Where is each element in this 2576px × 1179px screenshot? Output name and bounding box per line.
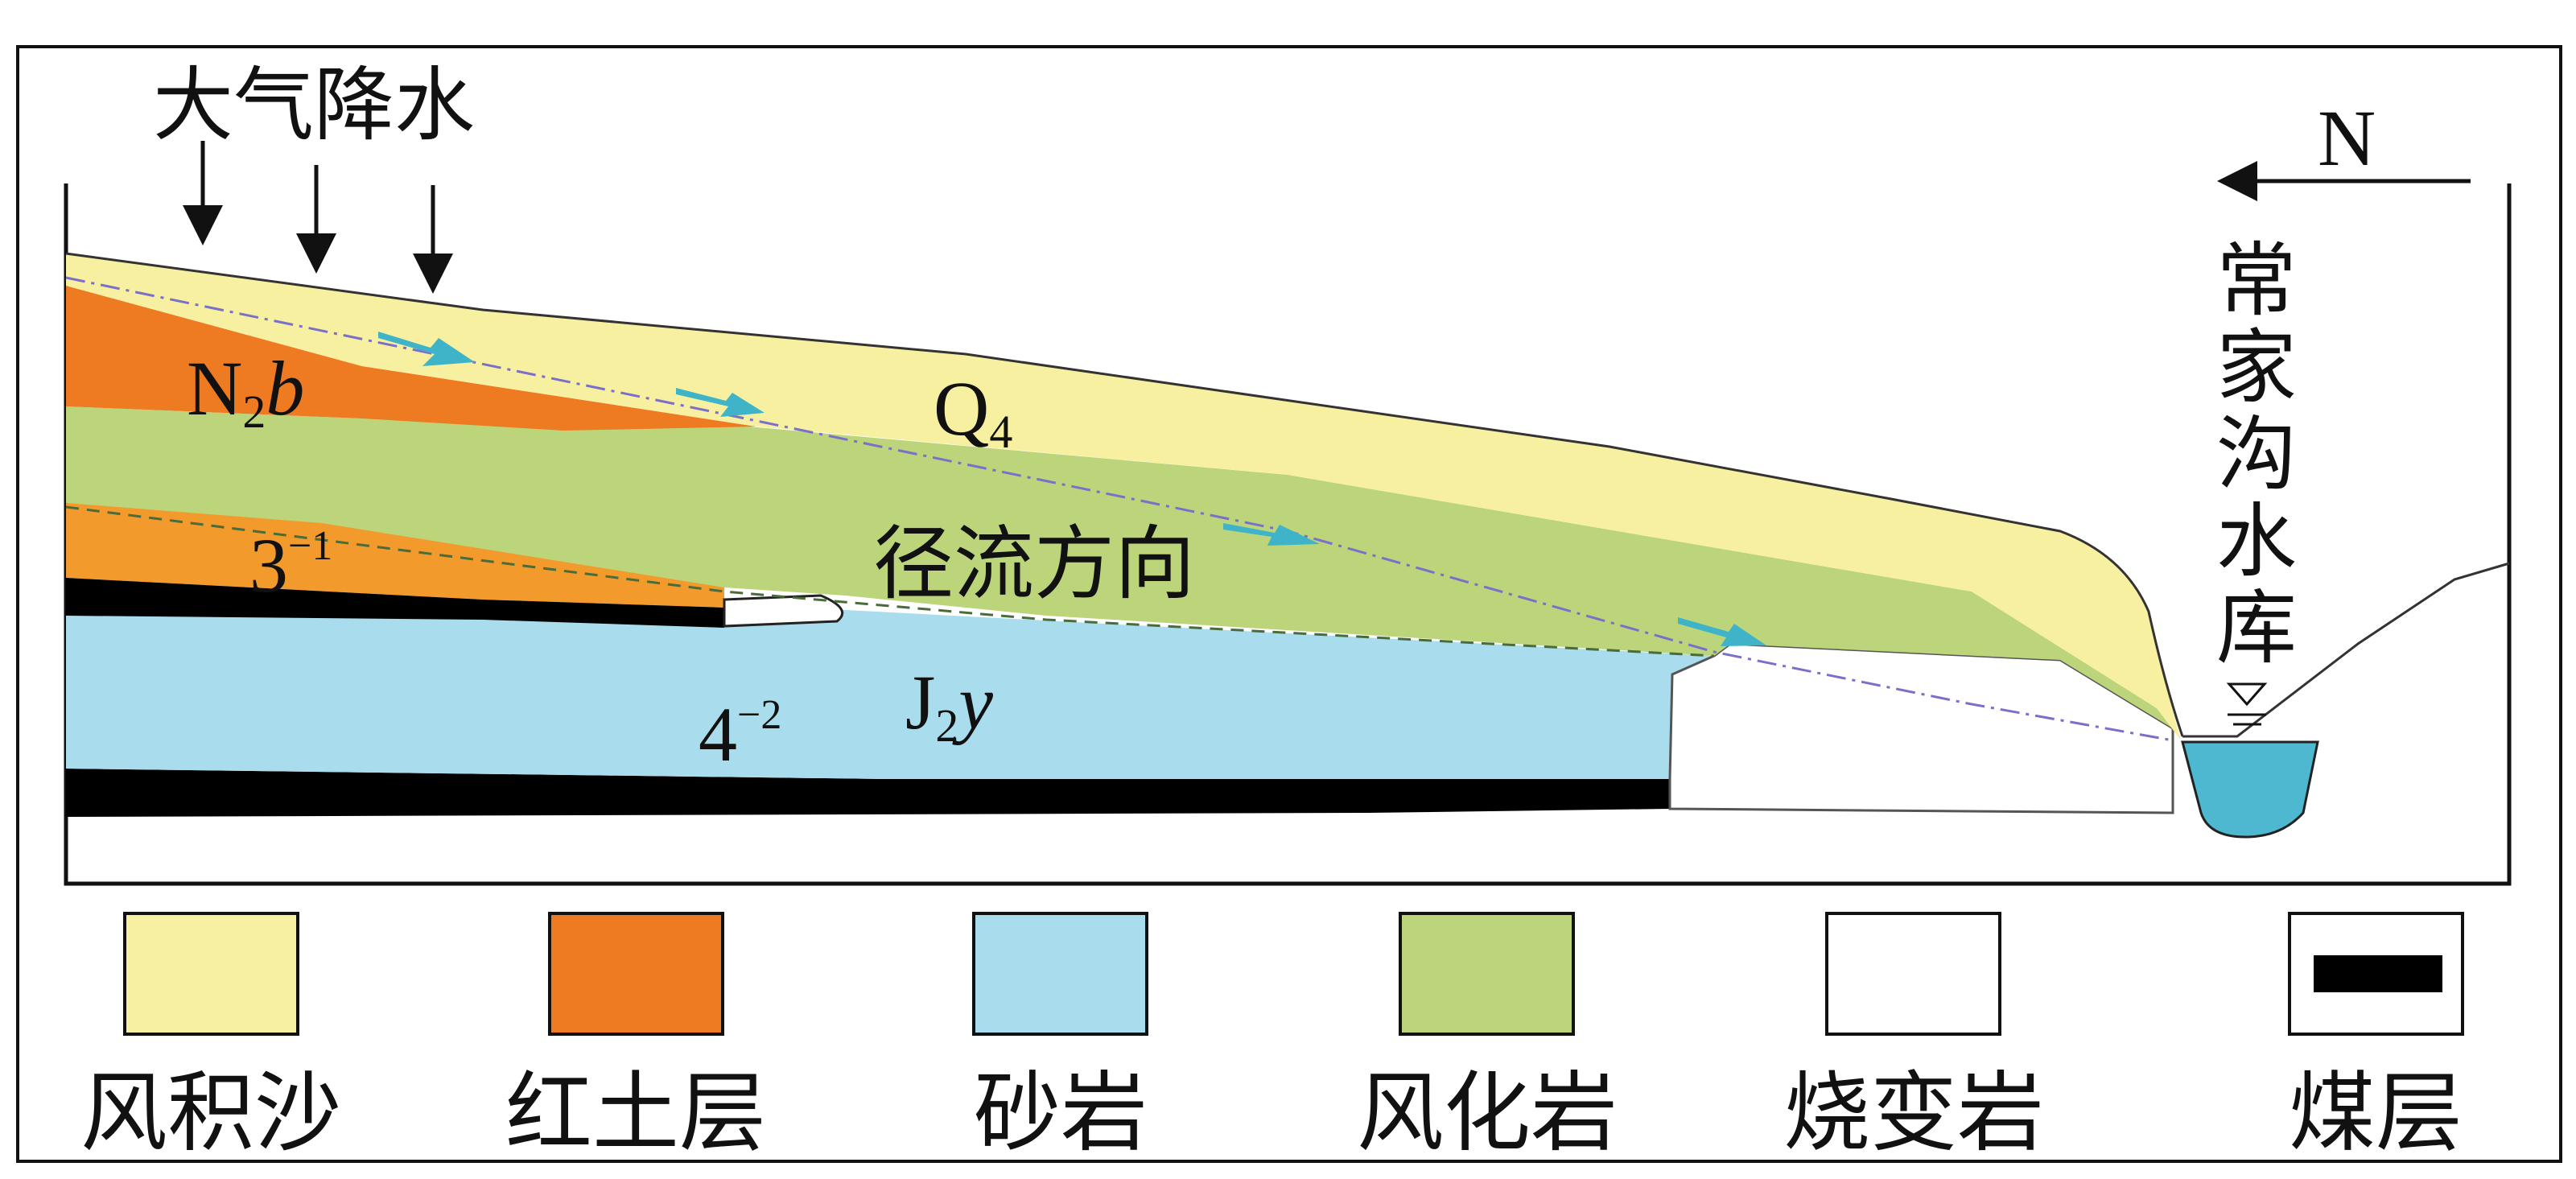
water-level-symbol (2226, 682, 2268, 707)
figure-frame (16, 45, 2562, 1163)
legend-label-weathered-rock: 风化岩 (1357, 1063, 1618, 1164)
reservoir-water (2181, 740, 2319, 839)
sandstone-layer (66, 604, 1714, 779)
flow-arrow-3 (1223, 523, 1320, 546)
reservoir-label: 常家沟水库 (2203, 237, 2297, 672)
legend-label-burnt-rock: 烧变岩 (1783, 1063, 2044, 1164)
legend-swatch-coal-bar (2314, 955, 2442, 992)
coal-seam-4-2 (66, 769, 1670, 817)
coal-seam-3-1-layer (66, 503, 724, 608)
legend-label-aeolian-sand: 风积沙 (80, 1063, 341, 1164)
burnt-rock-lens (723, 594, 844, 628)
legend-swatch-red-clay (548, 912, 724, 1036)
north-label: N (2318, 93, 2376, 183)
legend-swatch-aeolian-sand (123, 912, 299, 1036)
weathered-rock-layer (66, 406, 2173, 728)
flow-arrow-4 (1678, 617, 1766, 646)
red-clay-layer (66, 286, 756, 431)
unit-q4-label: Q4 (934, 365, 1012, 458)
coal-seam-3-1 (66, 578, 724, 628)
flow-arrow-2 (676, 388, 765, 417)
aeolian-sand-layer (66, 254, 2181, 740)
unit-3-1-label: 3−1 (249, 522, 332, 608)
legend-swatch-sandstone (972, 912, 1148, 1036)
legend: 风积沙 红土层 砂岩 风化岩 烧变岩 煤层 (80, 912, 2464, 1164)
burnt-rock-zone (1668, 642, 2174, 814)
legend-label-red-clay: 红土层 (505, 1063, 766, 1164)
runoff-direction-label: 径流方向 (873, 517, 1195, 611)
precipitation-label: 大气降水 (153, 58, 475, 152)
ground-surface (65, 252, 2184, 737)
legend-label-coal: 煤层 (2289, 1063, 2463, 1164)
legend-label-sandstone: 砂岩 (974, 1063, 1148, 1164)
valley-right-bank (2182, 562, 2510, 738)
water-table-line (65, 276, 2174, 742)
unit-n2b-label: N2b (187, 345, 304, 438)
legend-swatch-weathered-rock (1399, 912, 1575, 1036)
flow-arrow-1 (378, 332, 475, 366)
unit-4-2-label: 4−2 (699, 691, 781, 777)
legend-swatch-burnt-rock (1825, 912, 2001, 1036)
boundary-dashed-upper (65, 505, 1715, 658)
unit-j2y-label: J2y (905, 659, 993, 752)
